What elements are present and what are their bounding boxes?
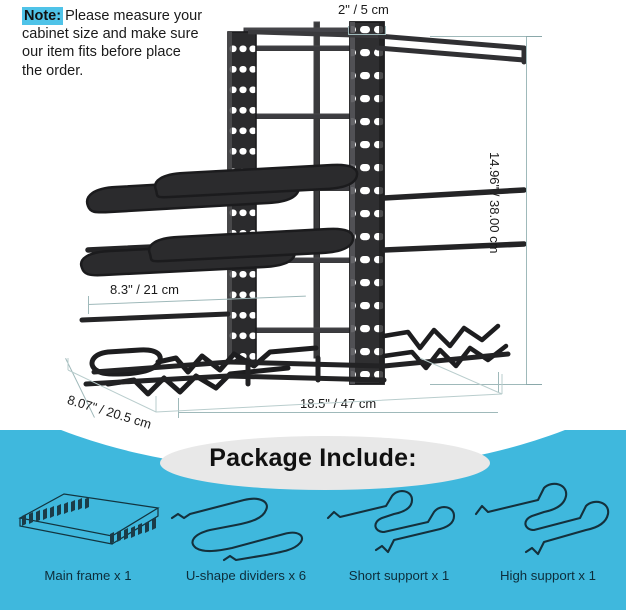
package-item-label: High support x 1 <box>499 568 597 583</box>
rack-shelf-tier-3 <box>79 227 355 277</box>
package-item-label: Main frame x 1 <box>44 568 132 583</box>
short-support-icon <box>326 490 456 554</box>
rack-base-frame <box>83 351 511 387</box>
dimension-height-tick-bottom <box>510 384 542 385</box>
rack-post-right <box>349 21 385 385</box>
note-line-1: cabinet size and make sure <box>22 26 199 43</box>
dimension-top-width-bracket <box>348 26 386 35</box>
rack-shelf-tier-1 <box>85 163 359 214</box>
rack-top-rails <box>247 29 527 65</box>
dimension-shelf-depth-tick <box>88 296 89 314</box>
note-callout: Note:Please measure your cabinet size an… <box>22 7 240 80</box>
dimension-base-width-label: 18.5" / 47 cm <box>300 396 377 411</box>
u-shape-divider-icon <box>170 497 304 562</box>
note-line-3: the order. <box>22 62 84 79</box>
dimension-base-width-tick-left <box>178 398 179 418</box>
package-item-label: U-shape dividers x 6 <box>185 568 307 583</box>
dimension-height-leader-top <box>430 36 526 37</box>
dimension-shelf-depth-label: 8.3" / 21 cm <box>110 282 179 297</box>
package-item-main-frame: Main frame x 1 <box>8 478 168 608</box>
dimension-base-width-tick-right <box>498 372 499 392</box>
package-item-high-support: High support x 1 <box>472 478 624 608</box>
dimension-height-tick-top <box>510 36 542 37</box>
package-include-section: Package Include: Main frame x 1 <box>0 430 626 610</box>
dimension-height-line <box>526 36 527 384</box>
package-title-backdrop <box>160 436 490 490</box>
dimension-height-label: 14.96" / 38.00 cm <box>487 152 502 254</box>
product-dimension-diagram: Note:Please measure your cabinet size an… <box>22 2 542 432</box>
high-support-icon <box>474 482 610 556</box>
note-badge: Note: <box>22 7 64 26</box>
package-include-title: Package Include: <box>209 444 417 472</box>
dimension-height-leader-bottom <box>430 384 526 385</box>
rack-shelf-tier-4 <box>79 241 527 323</box>
dimension-base-width-line <box>178 412 498 413</box>
note-line-2: our item fits before place <box>22 44 181 61</box>
package-item-short-support: Short support x 1 <box>324 478 474 608</box>
main-frame-icon <box>18 493 160 545</box>
package-item-label: Short support x 1 <box>348 568 450 583</box>
dimension-top-width-label: 2" / 5 cm <box>338 2 389 17</box>
rack-illustration <box>79 21 527 397</box>
note-line-0: Please measure your <box>65 8 203 24</box>
package-item-u-shape-dividers: U-shape dividers x 6 <box>166 478 326 608</box>
note-first-line: Note:Please measure your <box>22 7 240 26</box>
